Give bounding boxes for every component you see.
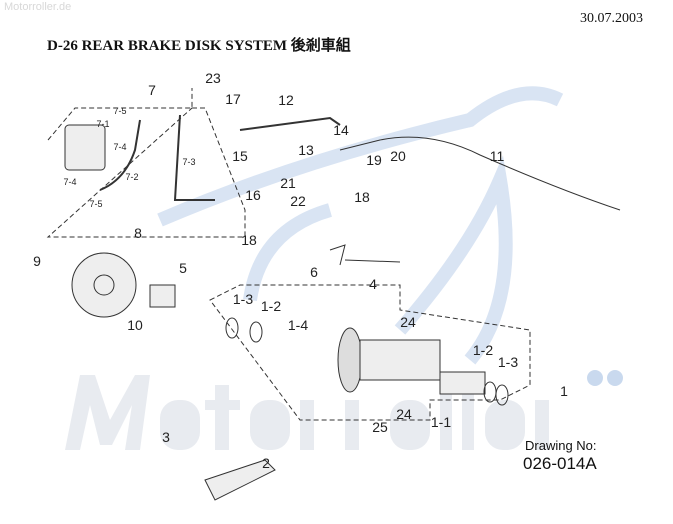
brake-pipe xyxy=(173,114,215,201)
part-callout-label: 15 xyxy=(232,148,248,164)
part-callout-label: 18 xyxy=(241,232,257,248)
chain-guard xyxy=(204,459,276,501)
bearing xyxy=(249,321,263,343)
scooter-watermark-shape xyxy=(157,86,564,365)
part-callout-label: 19 xyxy=(366,152,382,168)
caliper-group-box xyxy=(46,88,246,238)
part-callout-label: 7-3 xyxy=(182,157,196,167)
part-callout-label: 7-4 xyxy=(113,142,127,152)
part-callout-label: 7 xyxy=(148,82,156,98)
part-callout-label: 8 xyxy=(134,225,142,241)
part-callout-label: 7-1 xyxy=(96,119,110,129)
part-callout-label: 21 xyxy=(280,175,296,191)
drawing-number-label: Drawing No: xyxy=(525,438,597,453)
part-callout-label: 11 xyxy=(489,148,505,164)
part-callout-label: 18 xyxy=(354,189,370,205)
part-callout-label: 4 xyxy=(369,276,377,292)
bearing-2 xyxy=(483,381,497,403)
brake-hose xyxy=(99,119,141,191)
part-callout-label: 2 xyxy=(262,455,270,471)
drum xyxy=(337,327,363,393)
part-callout-label: 1-2 xyxy=(260,298,282,314)
part-callout-label: 24 xyxy=(400,314,416,330)
part-callout-label: 1-3 xyxy=(497,354,519,370)
part-callout-label: 7-5 xyxy=(89,199,103,209)
site-watermark: Motorroller.de xyxy=(4,1,72,13)
seal xyxy=(225,317,239,339)
seal-2 xyxy=(495,384,509,406)
part-callout-label: 1-3 xyxy=(232,291,254,307)
date: 30.07.2003 xyxy=(580,11,643,26)
drawing-number: 026-014A xyxy=(523,454,597,473)
part-callout-label: 1 xyxy=(560,383,568,399)
part-callout-label: 25 xyxy=(372,419,388,435)
watermark-de-mark xyxy=(587,370,623,386)
brake-pedal xyxy=(239,116,341,131)
part-callout-label: 12 xyxy=(278,92,294,108)
brake-lever-arm xyxy=(329,244,401,266)
part-callout-label: 20 xyxy=(390,148,406,164)
part-callout-label: 7-5 xyxy=(113,106,127,116)
brake-caliper xyxy=(64,124,106,171)
part-callout-label: 6 xyxy=(310,264,318,280)
part-callout-label: 1-1 xyxy=(430,414,452,430)
part-callout-label: 7-4 xyxy=(63,177,77,187)
part-callout-label: 22 xyxy=(290,193,306,209)
part-callout-label: 5 xyxy=(179,260,187,276)
part-callout-label: 10 xyxy=(127,317,143,333)
disk-hub xyxy=(93,274,115,296)
brake-cable xyxy=(339,136,621,211)
sleeve xyxy=(439,371,486,395)
part-callout-label: 1-4 xyxy=(287,317,309,333)
brake-disk xyxy=(71,252,137,318)
part-callout-label: 24 xyxy=(396,406,412,422)
part-callout-label: 13 xyxy=(298,142,314,158)
part-callout-label: 9 xyxy=(33,253,41,269)
shaft-housing xyxy=(359,339,441,381)
bracket xyxy=(149,284,176,308)
page-title: D-26 REAR BRAKE DISK SYSTEM 後剎車組 xyxy=(47,38,351,54)
part-callout-label: 1-2 xyxy=(472,342,494,358)
part-callout-label: 16 xyxy=(245,187,261,203)
part-callout-label: 7-2 xyxy=(125,172,139,182)
part-callout-label: 23 xyxy=(205,70,221,86)
part-callout-label: 17 xyxy=(225,91,241,107)
part-callout-label: 3 xyxy=(162,429,170,445)
shaft-group-box xyxy=(209,284,531,421)
part-callout-label: 14 xyxy=(333,122,349,138)
